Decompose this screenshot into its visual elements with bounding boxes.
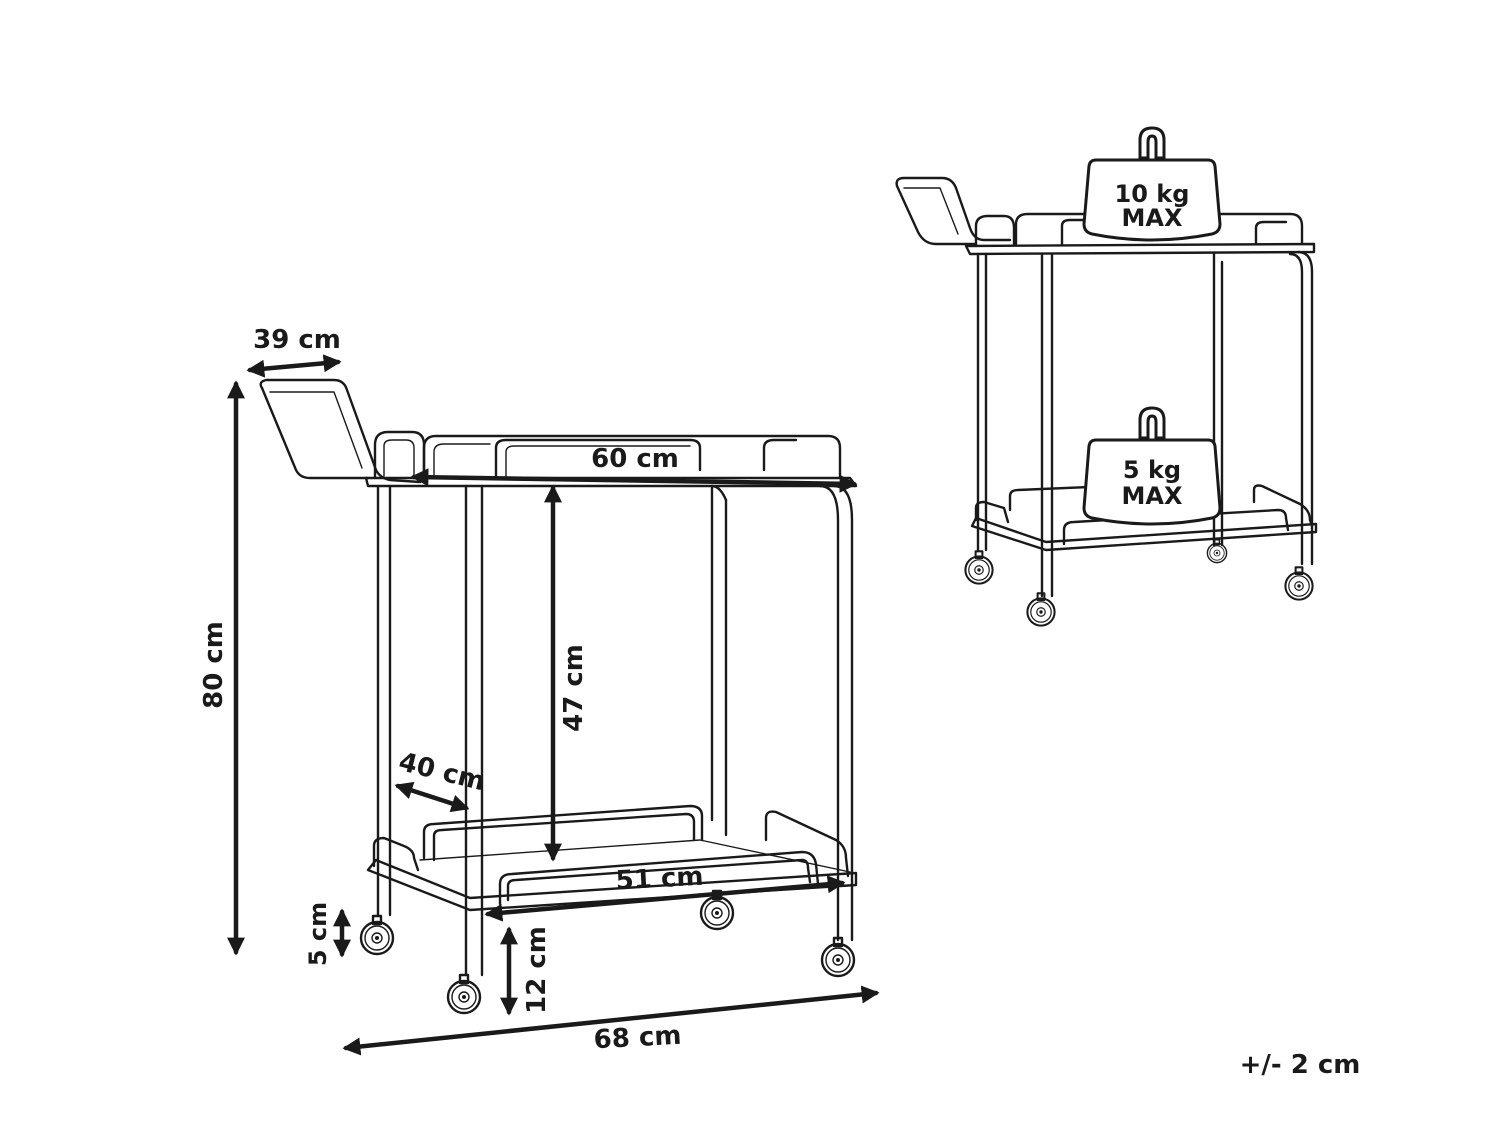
weight-bottom: 5 kg MAX <box>1082 406 1222 526</box>
tolerance-note: +/- 2 cm <box>1240 1050 1361 1080</box>
dim-label-wheel-height: 5 cm <box>304 902 332 966</box>
weight-bottom-line2: MAX <box>1122 482 1183 510</box>
cart-dimensioned-drawing: 39 cm 60 cm 80 cm 47 cm 40 cm 51 cm 5 cm… <box>199 325 880 1056</box>
cart-bottom-tray <box>366 804 858 912</box>
dim-arrow-top <box>410 468 858 493</box>
cart-casters <box>359 889 856 1015</box>
weight-top-line1: 10 kg <box>1115 180 1190 208</box>
dim-label-shelf-gap: 47 cm <box>559 644 589 732</box>
dim-label-bottom-length: 51 cm <box>615 862 704 897</box>
dim-arrow-handle <box>246 354 342 378</box>
dim-label-total-height: 80 cm <box>199 621 229 709</box>
dimension-arrows <box>227 354 880 1056</box>
dim-arrow-depth <box>394 781 470 813</box>
weight-top-line2: MAX <box>1122 204 1183 232</box>
dim-arrow-bottom <box>484 875 846 922</box>
dim-label-handle-width: 39 cm <box>253 325 341 355</box>
cart-load-drawing: 10 kg MAX 5 kg MAX <box>895 126 1318 627</box>
dim-arrow-length <box>342 985 880 1056</box>
weight-bottom-line1: 5 kg <box>1123 456 1181 484</box>
dim-label-shelf-clearance: 12 cm <box>522 926 552 1014</box>
weight-top: 10 kg MAX <box>1082 126 1222 242</box>
dim-label-total-length: 68 cm <box>593 1021 682 1056</box>
dim-label-top-length: 60 cm <box>591 444 679 474</box>
